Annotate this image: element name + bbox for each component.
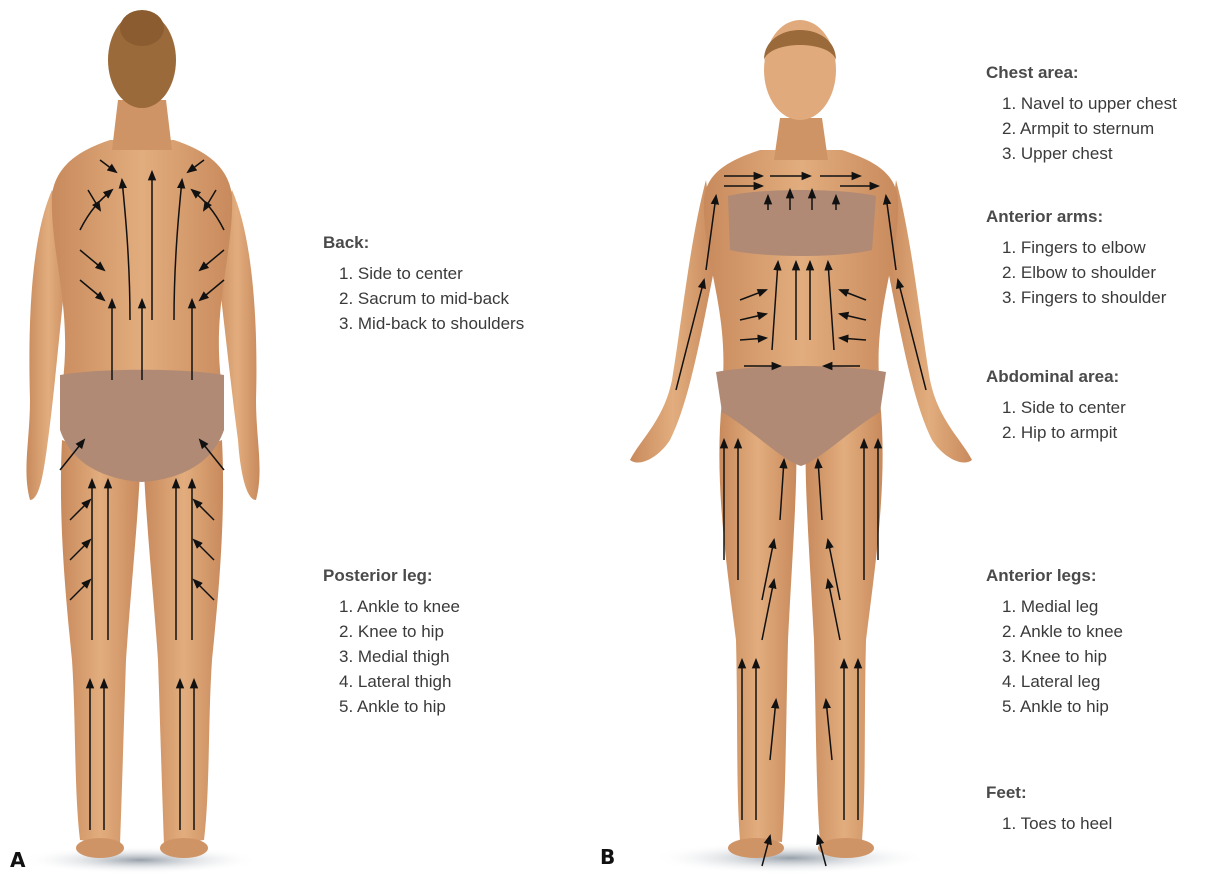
back-item: 3. Mid-back to shoulders (323, 311, 524, 336)
posterior-leg-item: 2. Knee to hip (323, 619, 460, 644)
right-leg (144, 440, 223, 845)
anterior-legs-item: 5. Ankle to hip (986, 694, 1123, 719)
posterior-leg-item: 3. Medial thigh (323, 644, 460, 669)
feet-legend: Feet: 1. Toes to heel (986, 783, 1112, 836)
feet-item: 1. Toes to heel (986, 811, 1112, 836)
back-legend: Back: 1. Side to center 2. Sacrum to mid… (323, 233, 524, 336)
back-heading: Back: (323, 233, 524, 253)
front-left-leg (719, 400, 796, 842)
front-view-figure (630, 20, 972, 874)
arms-list: 1. Fingers to elbow 2. Elbow to shoulder… (986, 235, 1166, 310)
chest-list: 1. Navel to upper chest 2. Armpit to ste… (986, 91, 1177, 166)
anterior-legs-item: 1. Medial leg (986, 594, 1123, 619)
anterior-legs-item: 2. Ankle to knee (986, 619, 1123, 644)
floor-shadow-front (650, 842, 930, 874)
posterior-leg-item: 1. Ankle to knee (323, 594, 460, 619)
arms-item: 3. Fingers to shoulder (986, 285, 1166, 310)
chest-item: 1. Navel to upper chest (986, 91, 1177, 116)
abdominal-item: 1. Side to center (986, 395, 1126, 420)
anterior-legs-list: 1. Medial leg 2. Ankle to knee 3. Knee t… (986, 594, 1123, 719)
posterior-leg-item: 4. Lateral thigh (323, 669, 460, 694)
abdominal-heading: Abdominal area: (986, 367, 1126, 387)
back-list: 1. Side to center 2. Sacrum to mid-back … (323, 261, 524, 336)
arms-heading: Anterior arms: (986, 207, 1166, 227)
abdominal-item: 2. Hip to armpit (986, 420, 1126, 445)
chest-legend: Chest area: 1. Navel to upper chest 2. A… (986, 63, 1177, 166)
front-left-arm (630, 180, 716, 463)
hair-bun (120, 10, 164, 46)
front-neck (774, 118, 828, 160)
arms-item: 1. Fingers to elbow (986, 235, 1166, 260)
anterior-legs-legend: Anterior legs: 1. Medial leg 2. Ankle to… (986, 566, 1123, 719)
feet-heading: Feet: (986, 783, 1112, 803)
left-foot (76, 838, 124, 858)
anterior-legs-item: 4. Lateral leg (986, 669, 1123, 694)
anterior-legs-item: 3. Knee to hip (986, 644, 1123, 669)
back-item: 1. Side to center (323, 261, 524, 286)
bra (728, 190, 876, 256)
arms-legend: Anterior arms: 1. Fingers to elbow 2. El… (986, 207, 1166, 310)
left-leg (61, 440, 140, 845)
chest-item: 3. Upper chest (986, 141, 1177, 166)
posterior-leg-list: 1. Ankle to knee 2. Knee to hip 3. Media… (323, 594, 460, 719)
posterior-leg-heading: Posterior leg: (323, 566, 460, 586)
posterior-leg-legend: Posterior leg: 1. Ankle to knee 2. Knee … (323, 566, 460, 719)
arms-item: 2. Elbow to shoulder (986, 260, 1166, 285)
front-right-foot (818, 838, 874, 858)
feet-list: 1. Toes to heel (986, 811, 1112, 836)
front-left-foot (728, 838, 784, 858)
right-foot (160, 838, 208, 858)
panel-label-a: A (10, 848, 25, 872)
chest-heading: Chest area: (986, 63, 1177, 83)
panel-label-b: B (600, 845, 615, 869)
abdominal-legend: Abdominal area: 1. Side to center 2. Hip… (986, 367, 1126, 445)
abdominal-list: 1. Side to center 2. Hip to armpit (986, 395, 1126, 445)
floor-shadow (20, 846, 260, 874)
back-view-figure (20, 10, 260, 874)
anterior-legs-heading: Anterior legs: (986, 566, 1123, 586)
posterior-leg-item: 5. Ankle to hip (323, 694, 460, 719)
chest-item: 2. Armpit to sternum (986, 116, 1177, 141)
front-right-arm (886, 180, 972, 463)
back-item: 2. Sacrum to mid-back (323, 286, 524, 311)
